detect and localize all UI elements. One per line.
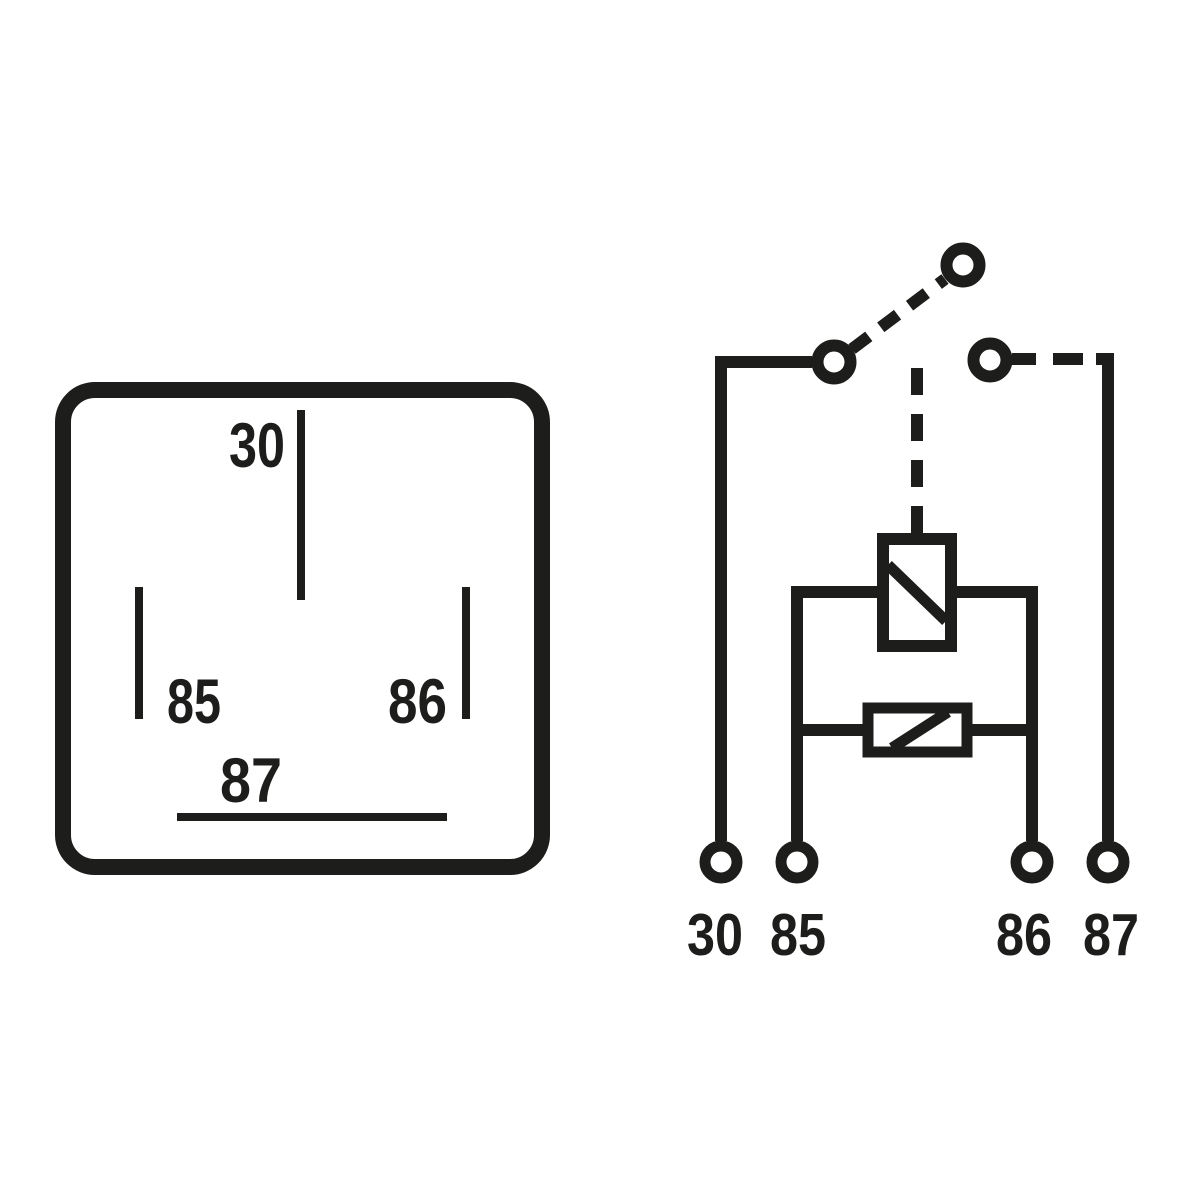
terminal-85-ring xyxy=(775,840,819,884)
terminal-87-label: 87 xyxy=(1083,902,1139,968)
relay-base-pinout: 30 85 86 87 xyxy=(55,382,550,875)
switch-pivot-contact-circle xyxy=(811,339,857,385)
pin-30-label: 30 xyxy=(229,411,285,481)
switch-87-contact-circle xyxy=(967,337,1013,383)
relay-base-outline xyxy=(55,382,550,875)
wire-terminal-87 xyxy=(1096,353,1114,841)
wire-terminal-86-to-coil xyxy=(953,586,1038,841)
pin-86-label: 86 xyxy=(388,667,447,737)
switch-open-contact-circle xyxy=(940,242,986,288)
switch-armature-dashed xyxy=(848,274,949,354)
pin-85-label: 85 xyxy=(167,667,221,737)
wire-terminal-85-to-coil xyxy=(791,586,879,841)
terminal-86-label: 86 xyxy=(996,902,1052,968)
terminal-30-ring xyxy=(699,840,743,884)
terminal-87-ring xyxy=(1086,840,1130,884)
resistor-symbol-box xyxy=(862,702,973,758)
resistor-symbol-diagonal xyxy=(889,707,951,753)
coil-symbol-diagonal xyxy=(884,561,950,625)
terminal-86-ring xyxy=(1010,840,1054,884)
relay-circuit-schematic: 30 85 86 87 xyxy=(687,242,1139,968)
terminal-30-label: 30 xyxy=(687,902,743,968)
pin-87-label: 87 xyxy=(220,746,282,816)
wire-terminal-30 xyxy=(715,356,812,841)
terminal-85-label: 85 xyxy=(770,902,826,968)
